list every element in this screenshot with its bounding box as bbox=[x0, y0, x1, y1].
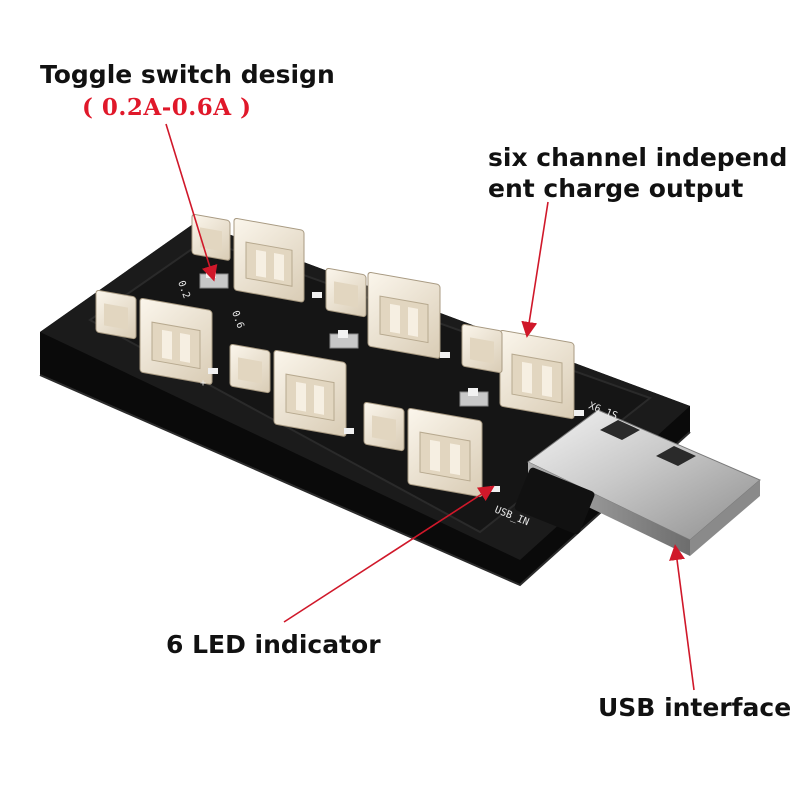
six-channel-callout-line2: ent charge output bbox=[488, 174, 744, 203]
current-range-callout: ( 0.2A-0.6A ) bbox=[82, 94, 252, 121]
led-indicators bbox=[208, 292, 584, 492]
charge-connectors bbox=[95, 213, 575, 498]
usb-plug bbox=[514, 409, 761, 556]
arrow-usb bbox=[669, 544, 695, 691]
usb-interface-callout: USB interface bbox=[598, 693, 792, 722]
arrow-six-channel bbox=[521, 201, 549, 338]
callout-arrows bbox=[165, 123, 695, 691]
plus-mark: + bbox=[200, 378, 206, 389]
led-indicator-callout: 6 LED indicator bbox=[166, 630, 381, 659]
six-channel-callout-line1: six channel independ bbox=[488, 143, 788, 172]
arrow-led bbox=[283, 485, 495, 623]
toggle-switch-callout: Toggle switch design bbox=[40, 60, 335, 89]
arrow-toggle bbox=[165, 123, 218, 282]
